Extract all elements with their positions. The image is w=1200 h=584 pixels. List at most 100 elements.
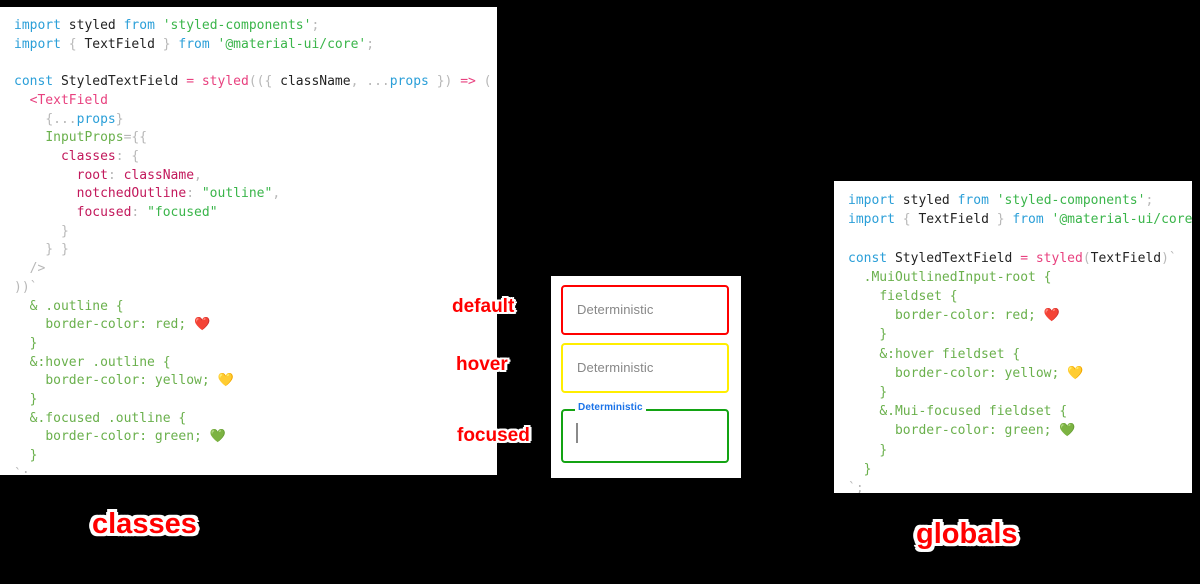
code-line: import styled from 'styled-components'; xyxy=(14,17,497,36)
code-token: '@material-ui/core' xyxy=(1051,212,1192,228)
code-token xyxy=(848,404,879,419)
code-token: "focused" xyxy=(147,205,218,221)
code-token xyxy=(14,112,45,127)
code-line: root: className, xyxy=(14,167,497,186)
code-token: styled xyxy=(68,18,116,33)
code-line: border-color: yellow; 💛 xyxy=(14,372,497,391)
code-token: '@material-ui/core' xyxy=(217,36,367,52)
code-token: from xyxy=(949,193,997,208)
code-line: } xyxy=(14,391,497,410)
annotation-hover: hover xyxy=(456,354,508,375)
code-token: => xyxy=(460,74,484,90)
code-token: border-color: red; xyxy=(894,308,1044,324)
code-token: className xyxy=(280,74,351,90)
code-token: styled xyxy=(902,193,950,208)
code-line: /> xyxy=(14,260,497,279)
code-line: classes: { xyxy=(14,148,497,167)
code-token: import xyxy=(848,212,903,228)
code-token xyxy=(848,385,879,400)
code-line: } xyxy=(848,325,1192,344)
code-line: notchedOutline: "outline", xyxy=(14,185,497,204)
code-token xyxy=(14,168,77,183)
code-token: const xyxy=(14,74,61,90)
code-token: 💛 xyxy=(217,373,234,389)
code-token xyxy=(14,373,45,388)
code-line: } xyxy=(848,441,1192,460)
code-token: : xyxy=(107,167,124,183)
code-token: fieldset { xyxy=(879,289,958,305)
code-token: border-color: red; xyxy=(45,317,195,333)
code-block-classes[interactable]: import styled from 'styled-components';i… xyxy=(14,17,497,475)
code-token: const xyxy=(848,250,895,266)
code-line: & .outline { xyxy=(14,298,497,317)
code-token: 'styled-components' xyxy=(996,193,1146,208)
code-token: } xyxy=(988,212,1005,228)
code-token xyxy=(848,366,895,381)
code-line: &:hover .outline { xyxy=(14,354,497,373)
code-token: border-color: yellow; xyxy=(894,365,1068,381)
code-token: : { xyxy=(115,148,140,164)
code-token: { xyxy=(902,212,919,228)
code-token: } xyxy=(115,111,124,127)
code-token xyxy=(848,347,879,362)
code-line: `; xyxy=(14,466,497,475)
code-token: } xyxy=(879,385,888,401)
code-token xyxy=(14,429,45,444)
code-token: "outline" xyxy=(201,186,273,202)
code-panel-globals: import styled from 'styled-components';i… xyxy=(834,181,1192,493)
code-token: import xyxy=(848,193,903,208)
code-token xyxy=(14,186,77,201)
code-token: classes xyxy=(60,148,116,164)
code-token xyxy=(848,462,864,477)
code-token xyxy=(848,423,895,438)
code-line: border-color: green; 💚 xyxy=(14,428,497,447)
code-line: } xyxy=(848,383,1192,402)
code-block-globals[interactable]: import styled from 'styled-components';i… xyxy=(848,191,1192,493)
code-token: } xyxy=(14,223,69,239)
code-token: , xyxy=(350,74,367,90)
code-token xyxy=(848,308,895,323)
code-token xyxy=(14,149,61,164)
annotation-default: default xyxy=(452,296,515,317)
code-line: border-color: yellow; 💛 xyxy=(848,364,1192,383)
code-token: styled xyxy=(1035,250,1083,266)
code-token: &.Mui-focused fieldset { xyxy=(879,404,1068,420)
code-token xyxy=(14,355,30,370)
code-token: ; xyxy=(311,18,320,33)
code-token: ❤️ xyxy=(1043,308,1060,324)
textfield-hover[interactable]: Deterministic xyxy=(561,343,729,393)
code-token: 'styled-components' xyxy=(162,18,312,33)
code-token: : xyxy=(186,186,202,202)
textfield-focused[interactable]: Deterministic xyxy=(561,402,729,463)
code-line xyxy=(848,229,1192,248)
code-token xyxy=(848,270,864,285)
code-token: notchedOutline xyxy=(76,186,187,202)
code-token: styled xyxy=(201,74,249,90)
panel-title-classes: classes xyxy=(92,508,197,540)
textfield-demo-panel: Deterministic Deterministic Deterministi… xyxy=(551,276,741,478)
code-token: &.focused .outline { xyxy=(29,410,187,426)
code-token xyxy=(14,411,30,426)
code-line: {...props} xyxy=(14,111,497,130)
code-line: ))` xyxy=(14,279,497,298)
code-token xyxy=(848,443,879,458)
code-token: } xyxy=(29,335,38,351)
code-line: } xyxy=(14,223,497,242)
code-line: fieldset { xyxy=(848,287,1192,306)
code-token: TextField xyxy=(1090,250,1162,266)
code-token: props xyxy=(76,111,116,127)
code-line: border-color: red; ❤️ xyxy=(848,306,1192,325)
code-token: { xyxy=(68,36,85,52)
code-token: StyledTextField xyxy=(60,74,179,90)
code-token: ( xyxy=(1082,250,1091,266)
textfield-default[interactable]: Deterministic xyxy=(561,285,729,335)
code-token: className xyxy=(123,167,195,183)
code-token: ))` xyxy=(14,279,38,295)
code-token: } xyxy=(879,442,888,458)
code-line: const StyledTextField = styled(TextField… xyxy=(848,249,1192,268)
code-token: &:hover fieldset { xyxy=(879,346,1021,362)
code-line: InputProps={{ xyxy=(14,129,497,148)
code-token: ❤️ xyxy=(194,317,211,333)
code-token xyxy=(14,205,77,220)
code-token xyxy=(14,448,30,463)
